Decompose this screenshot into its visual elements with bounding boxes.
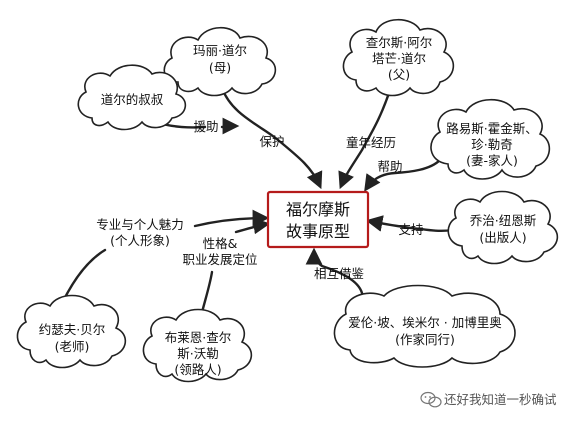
edge-mutual (305, 247, 364, 295)
node-george-line2: (出版人) (479, 230, 526, 245)
edge-label-childhood: 童年经历 (346, 135, 396, 150)
node-louisa: 路易斯·霍金斯、 珍·勒奇 (妻-家人) (430, 99, 551, 180)
node-brian-line2: 斯·沃勒 (177, 346, 218, 361)
node-louisa-line3: (妻-家人) (466, 153, 518, 168)
edge-career-arrow (234, 217, 271, 235)
edge-label-support: 支持 (398, 222, 423, 237)
edge-label-help: 帮助 (377, 159, 402, 174)
node-charles: 查尔斯·阿尔 塔芒·道尔 (父) (342, 18, 455, 97)
edge-label-mutual: 相互借鉴 (314, 266, 365, 281)
edge-label-career-line1: 性格& (203, 236, 238, 251)
node-poe-line1: 爱伦·坡、埃米尔 · 加博里奥 (348, 315, 502, 330)
center-line2: 故事原型 (286, 222, 350, 241)
node-louisa-line2: 珍·勒奇 (471, 137, 512, 152)
node-brian-line3: (领路人) (174, 362, 221, 377)
center-node: 福尔摩斯 故事原型 (266, 190, 370, 249)
edge-protect (220, 86, 323, 190)
edge-aid-arrow (220, 117, 240, 135)
edge-label-charm-line2: (个人形象) (110, 233, 170, 248)
node-brian-line1: 布莱恩·查尔 (165, 330, 231, 345)
wechat-icon (420, 391, 442, 408)
watermark: 还好我知道一秒确试 (420, 391, 557, 408)
edge-help (364, 158, 442, 192)
node-charles-line1: 查尔斯·阿尔 (366, 35, 432, 50)
center-line1: 福尔摩斯 (286, 200, 350, 219)
node-george-line1: 乔治·纽恩斯 (470, 213, 536, 228)
edge-charm-arrow (193, 209, 270, 228)
node-poe: 爱伦·坡、埃米尔 · 加博里奥 (作家同行) (333, 284, 516, 368)
node-george: 乔治·纽恩斯 (出版人) (447, 190, 559, 265)
node-poe-line2: (作家同行) (395, 332, 455, 347)
node-mary-line1: 玛丽·道尔 (193, 43, 247, 58)
node-louisa-line1: 路易斯·霍金斯、 (446, 121, 537, 136)
node-joseph: 约瑟夫·贝尔 (老师) (16, 294, 127, 369)
node-mary: 玛丽·道尔 (母) (163, 26, 277, 97)
edge-label-charm-line1: 专业与个人魅力 (96, 217, 184, 232)
node-uncle: 道尔的叔叔 (77, 64, 187, 131)
edge-support (365, 215, 454, 233)
edge-label-aid: 援助 (193, 119, 218, 134)
node-charles-line3: (父) (388, 67, 410, 82)
node-mary-line2: (母) (209, 60, 231, 75)
node-charles-line2: 塔芒·道尔 (372, 51, 426, 66)
edge-label-protect: 保护 (259, 134, 284, 149)
edge-childhood (338, 88, 392, 190)
node-joseph-line1: 约瑟夫·贝尔 (39, 322, 105, 337)
watermark-text: 还好我知道一秒确试 (444, 392, 557, 407)
edge-label-career-line2: 职业发展定位 (182, 252, 257, 267)
node-uncle-line1: 道尔的叔叔 (101, 92, 164, 107)
node-brian: 布莱恩·查尔 斯·沃勒 (领路人) (142, 308, 253, 383)
node-joseph-line2: (老师) (55, 339, 90, 354)
